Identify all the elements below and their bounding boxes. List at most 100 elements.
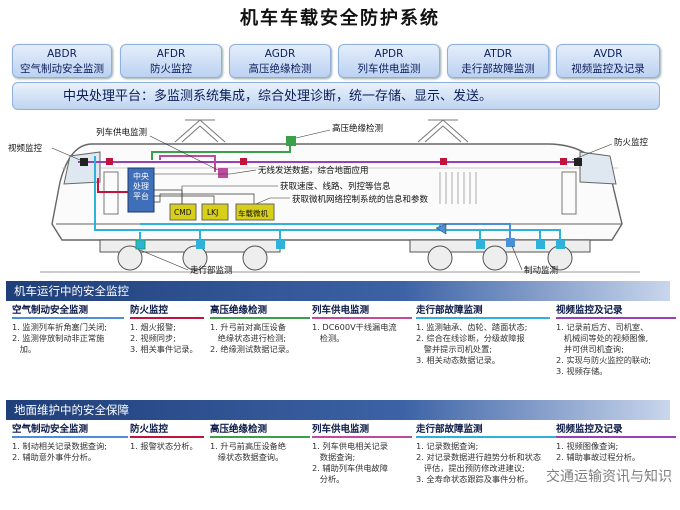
col-title: 列车供电监测: [312, 424, 412, 438]
running-col-power: 列车供电监测 1. DC600V干线漏电流 检测。: [312, 305, 412, 344]
col-title: 高压绝缘检测: [210, 305, 310, 319]
system-name: 防火监控: [150, 63, 192, 75]
col-line: 1. 记录数据查询;: [416, 441, 479, 451]
col-line: 1. 监测列车折角塞门关闭;: [12, 322, 108, 332]
col-line: 2. 综合在线诊断，分级故障报: [416, 333, 525, 343]
system-name: 高压绝缘检测: [248, 63, 312, 75]
col-line: 1. 烟火报警;: [130, 322, 176, 332]
system-abbr: AFDR: [156, 48, 186, 60]
col-line: 加。: [12, 344, 37, 354]
col-title: 视频监控及记录: [556, 424, 676, 438]
label-speed: 获取速度、线路、列控等信息: [280, 182, 391, 192]
col-line: 检测。: [312, 333, 345, 343]
locomotive-svg: [40, 119, 640, 273]
power-sensor: [218, 168, 228, 178]
label-mcu: 车载微机: [238, 209, 268, 218]
pantograph-left: [174, 119, 226, 143]
col-line: 机械间等处的视频图像,: [556, 333, 649, 343]
cpu-platform-banner: 中央处理平台：多监测系统集成，综合处理诊断，统一存储、显示、发送。: [12, 82, 660, 110]
col-title: 走行部故障监测: [416, 305, 550, 319]
locomotive-diagram: 视频监控 列车供电监测 高压绝缘检测 防火监控 无线发送数据，综合地面应用 获取…: [0, 112, 680, 280]
running-col-brake: 空气制动安全监测 1. 监测列车折角塞门关闭; 2. 监测停放制动非正常施 加。: [12, 305, 124, 355]
col-line: 缘状态数据查询。: [210, 452, 284, 462]
col-line: 分析。: [312, 474, 345, 484]
running-col-fire: 防火监控 1. 烟火报警; 2. 视频同步; 3. 相关事件记录。: [130, 305, 204, 355]
col-line: 1. 记录前后方、司机室、: [556, 322, 649, 332]
system-box-atdr[interactable]: ATDR 走行部故障监测: [447, 44, 549, 78]
col-line: 3. 全寿命状态跟踪及事件分析。: [416, 474, 533, 484]
ground-col-fire: 防火监控 1. 报警状态分析。: [130, 424, 204, 452]
pantograph-right: [417, 119, 469, 143]
ground-col-brake: 空气制动安全监测 1. 制动相关记录数据查询; 2. 辅助意外事件分析。: [12, 424, 128, 463]
system-name: 视频监控及记录: [571, 63, 645, 75]
running-col-hv: 高压绝缘检测 1. 升弓前对高压设备 绝缘状态进行检测; 2. 绝缘测试数据记录…: [210, 305, 310, 355]
col-line: 1. 列车供电相关记录: [312, 441, 388, 451]
col-line: 2. 监测停放制动非正常施: [12, 333, 105, 343]
system-box-apdr[interactable]: APDR 列车供电监测: [338, 44, 440, 78]
col-title: 防火监控: [130, 424, 204, 438]
col-line: 1. 报警状态分析。: [130, 441, 198, 451]
running-section-heading: 机车运行中的安全监控: [6, 281, 670, 301]
col-line: 1. DC600V干线漏电流: [312, 322, 397, 332]
label-train-power: 列车供电监测: [96, 128, 148, 138]
col-title: 空气制动安全监测: [12, 424, 128, 438]
label-video: 视频监控: [8, 144, 43, 154]
system-box-abdr[interactable]: ABDR 空气制动安全监测: [12, 44, 112, 78]
col-line: 2. 实现与防火监控的联动;: [556, 355, 652, 365]
col-line: 3. 视频存储。: [556, 366, 608, 376]
col-title: 高压绝缘检测: [210, 424, 310, 438]
running-col-video: 视频监控及记录 1. 记录前后方、司机室、 机械间等处的视频图像, 并可供司机查…: [556, 305, 676, 377]
label-hv: 高压绝缘检测: [332, 124, 384, 134]
label-lkj: LKJ: [207, 208, 219, 217]
col-line: 绝缘状态进行检测;: [210, 333, 287, 343]
col-line: 2. 绝缘测试数据记录。: [210, 344, 295, 354]
ground-col-hv: 高压绝缘检测 1. 升弓前高压设备绝 缘状态数据查询。: [210, 424, 310, 463]
system-box-avdr[interactable]: AVDR 视频监控及记录: [556, 44, 660, 78]
hv-sensor: [286, 136, 296, 146]
col-line: 1. 视频图像查询;: [556, 441, 619, 451]
system-abbr: AVDR: [593, 48, 623, 60]
col-line: 1. 监测轴承、齿轮、踏面状态;: [416, 322, 528, 332]
system-abbr: ATDR: [483, 48, 513, 60]
system-abbr: AGDR: [264, 48, 296, 60]
system-box-agdr[interactable]: AGDR 高压绝缘检测: [229, 44, 331, 78]
system-name: 空气制动安全监测: [20, 63, 104, 75]
col-title: 列车供电监测: [312, 305, 412, 319]
col-line: 1. 升弓前对高压设备: [210, 322, 286, 332]
col-title: 空气制动安全监测: [12, 305, 124, 319]
label-wireless: 无线发送数据，综合地面应用: [258, 166, 369, 176]
mcu-box: [235, 203, 275, 221]
system-box-afdr[interactable]: AFDR 防火监控: [120, 44, 222, 78]
col-line: 2. 辅助意外事件分析。: [12, 452, 97, 462]
col-title: 视频监控及记录: [556, 305, 676, 319]
brake-sensor: [506, 238, 515, 247]
label-cpu: 中央处理平台: [133, 172, 149, 201]
system-name: 走行部故障监测: [461, 63, 535, 75]
col-title: 走行部故障监测: [416, 424, 556, 438]
running-sensor-2: [196, 240, 205, 249]
running-sensor-4: [476, 240, 485, 249]
running-sensor-6: [556, 240, 565, 249]
ground-col-running: 走行部故障监测 1. 记录数据查询; 2. 对记录数据进行趋势分析和状态 评估，…: [416, 424, 556, 485]
col-line: 2. 对记录数据进行趋势分析和状态: [416, 452, 542, 462]
running-sensor-5: [536, 240, 545, 249]
watermark: 交通运输资讯与知识: [546, 469, 672, 485]
system-abbr: ABDR: [47, 48, 77, 60]
col-line: 2. 辅助列车供电故障: [312, 463, 388, 473]
cmd-box: [169, 203, 197, 221]
label-brake: 制动监测: [524, 266, 559, 276]
col-line: 警并提示司机处置;: [416, 344, 493, 354]
ground-col-power: 列车供电监测 1. 列车供电相关记录 数据查询; 2. 辅助列车供电故障 分析。: [312, 424, 412, 485]
running-sensor-1: [135, 239, 146, 250]
fire-sensor-left: [106, 158, 113, 165]
col-line: 并可供司机查询;: [556, 344, 624, 354]
page-title: 机车车载安全防护系统: [240, 8, 440, 29]
col-line: 2. 视频同步;: [130, 333, 176, 343]
col-line: 2. 辅助事故过程分析。: [556, 452, 641, 462]
fire-sensor-mid2: [440, 158, 447, 165]
col-line: 3. 相关事件记录。: [130, 344, 198, 354]
running-sensor-3: [276, 240, 285, 249]
ground-col-video: 视频监控及记录 1. 视频图像查询; 2. 辅助事故过程分析。: [556, 424, 676, 463]
video-sensor-left: [80, 158, 88, 166]
brake-valve: [435, 223, 447, 235]
